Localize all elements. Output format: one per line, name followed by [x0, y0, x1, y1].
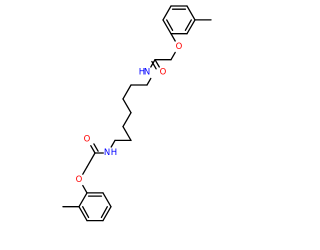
chemical-structure: O O H N N H O O	[62, 5, 212, 222]
label-h-amide-bottom: H	[111, 148, 117, 158]
bottom-co-ch2-bond	[86, 152, 96, 168]
top-tolyl-ring	[162, 5, 196, 35]
hexyl-chain	[110, 77, 152, 148]
bottom-tolyl-ring	[78, 192, 112, 222]
label-o-carbonyl-bottom: O	[84, 134, 91, 144]
label-h-amide-top: H	[139, 68, 145, 78]
label-n-amide-bottom: N	[104, 148, 110, 158]
label-o-ether-top: O	[176, 42, 183, 52]
atom-o-ether-bottom: O	[76, 175, 83, 185]
label-n-amide-top: N	[144, 68, 150, 78]
label-o-carbonyl-top: O	[160, 68, 167, 78]
top-co-n-bond	[150, 59, 156, 68]
label-o-ether-bottom: O	[76, 175, 83, 185]
atom-o-carbonyl-bottom: O	[84, 134, 91, 144]
bottom-carbonyl-double-bond	[90, 143, 99, 154]
bottom-ch2-o-bond	[82, 166, 88, 175]
top-o-ch2-bond	[170, 51, 176, 61]
atom-n-amide-top: H N	[139, 68, 150, 78]
atom-o-carbonyl-top: O	[160, 68, 167, 78]
bottom-o-aryl-bond	[82, 184, 88, 194]
atom-o-ether-top: O	[176, 42, 183, 52]
atom-n-amide-bottom: N H	[104, 148, 117, 158]
top-aryl-o-bond	[170, 33, 176, 42]
